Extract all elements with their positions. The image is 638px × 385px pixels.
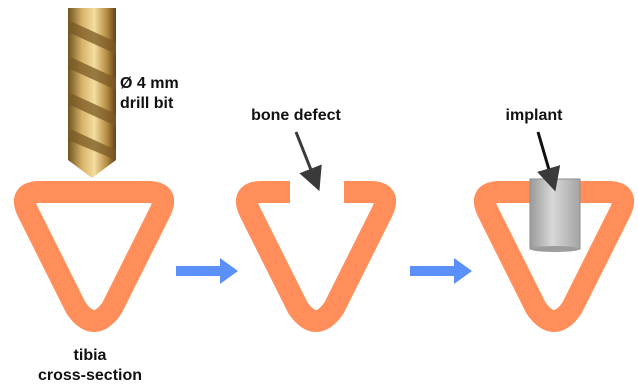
drill-size-label: Ø 4 mm xyxy=(120,75,179,92)
cross-section-label: cross-section xyxy=(38,367,142,384)
right-arrow-icon xyxy=(176,258,238,284)
tibia-label: tibia xyxy=(74,347,107,364)
drill-bit-icon xyxy=(68,8,116,178)
right-arrow-icon xyxy=(410,258,472,284)
implant-cylinder xyxy=(530,179,580,252)
implant-pointer-arrow xyxy=(538,132,552,180)
tibia-cross-section-defect xyxy=(247,192,385,321)
drill-name-label: drill bit xyxy=(120,95,174,112)
defect-pointer-arrow xyxy=(296,132,315,180)
implant-label: implant xyxy=(506,107,564,124)
tibia-cross-section-intact xyxy=(25,192,163,321)
bone-defect-label: bone defect xyxy=(251,107,341,124)
